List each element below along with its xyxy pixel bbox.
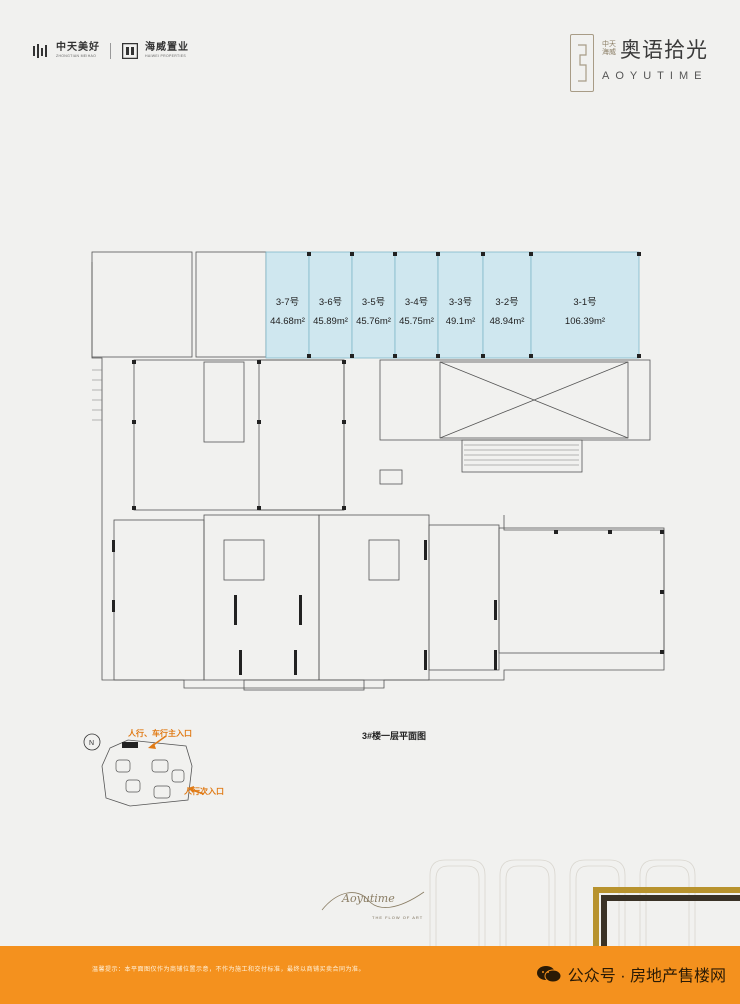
brand-divider bbox=[110, 43, 111, 59]
wechat-icon bbox=[536, 964, 562, 984]
arch-pattern bbox=[429, 859, 696, 955]
gold-frame bbox=[593, 887, 740, 948]
unit-area: 106.39m² bbox=[564, 316, 606, 327]
signature-subtitle: THE FLOW OF ART bbox=[372, 915, 424, 920]
project-name-en: AOYUTIME bbox=[602, 70, 708, 82]
brand-en: ZHONGTIAN MEIHAO bbox=[56, 54, 97, 59]
developer-brand: 中天美好 ZHONGTIAN MEIHAO 海威置业 HAIWEI PROPER… bbox=[32, 42, 189, 60]
project-name: 奥语拾光 bbox=[620, 38, 708, 62]
watermark-text: 公众号 · 房地产售楼网 bbox=[567, 968, 726, 985]
secondary-entrance-label: 人行次入口 bbox=[184, 787, 224, 796]
unit-3-6[interactable]: 3-6号 45.89m² bbox=[309, 294, 352, 327]
watermark: 公众号 · 房地产售楼网 bbox=[536, 962, 726, 986]
unit-3-4[interactable]: 3-4号 45.75m² bbox=[395, 294, 438, 327]
unit-area: 44.68m² bbox=[270, 316, 305, 327]
haiwei-brand: 海威置业 HAIWEI PROPERTIES bbox=[145, 43, 189, 59]
partner-cn: 海威置业 bbox=[145, 42, 189, 54]
project-small-1: 中天 bbox=[602, 40, 616, 48]
unit-number: 3-2号 bbox=[495, 297, 519, 308]
svg-text:N: N bbox=[89, 740, 94, 747]
partner-en: HAIWEI PROPERTIES bbox=[145, 54, 187, 59]
unit-area: 49.1m² bbox=[445, 316, 476, 327]
unit-area: 48.94m² bbox=[489, 316, 525, 327]
disclaimer: 温馨提示：本平面图仅作为商铺位置示意，不作为施工和交付标准，最终以商铺买卖合同为… bbox=[92, 967, 366, 973]
floor-plan bbox=[84, 240, 676, 692]
signature-text: Aoyutime bbox=[341, 892, 395, 905]
unit-3-7[interactable]: 3-7号 44.68m² bbox=[266, 294, 309, 327]
unit-3-3[interactable]: 3-3号 49.1m² bbox=[438, 294, 483, 327]
unit-number: 3-1号 bbox=[573, 297, 597, 308]
project-stamp-icon bbox=[570, 34, 594, 92]
unit-area: 45.75m² bbox=[399, 316, 434, 327]
brand-cn: 中天美好 bbox=[56, 42, 100, 54]
zhongtian-brand: 中天美好 ZHONGTIAN MEIHAO bbox=[56, 43, 100, 59]
haiwei-logo-icon bbox=[121, 42, 139, 60]
unit-3-1[interactable]: 3-1号 106.39m² bbox=[531, 294, 639, 327]
project-partners: 中天 海威 bbox=[602, 41, 616, 58]
main-entrance-label: 人行、车行主入口 bbox=[128, 729, 192, 738]
aoyutime-signature: Aoyutime bbox=[321, 891, 425, 911]
zhongtian-logo-icon bbox=[32, 42, 50, 60]
floor-plan-drawing bbox=[91, 251, 665, 691]
unit-number: 3-5号 bbox=[361, 297, 386, 308]
unit-3-5[interactable]: 3-5号 45.76m² bbox=[352, 294, 395, 327]
keymap-drawing: N bbox=[83, 733, 205, 807]
unit-number: 3-3号 bbox=[448, 297, 473, 308]
project-small-2: 海威 bbox=[602, 49, 616, 56]
project-logo: 中天 海威 奥语拾光 AOYUTIME bbox=[570, 34, 708, 92]
site-keymap: N 人行、车行主入口 人行次入口 bbox=[80, 726, 250, 810]
unit-number: 3-4号 bbox=[404, 297, 429, 308]
footer-bar bbox=[0, 946, 740, 1004]
unit-number: 3-6号 bbox=[318, 297, 343, 308]
unit-number: 3-7号 bbox=[275, 297, 300, 308]
plan-title: 3#楼一层平面图 bbox=[362, 731, 427, 741]
unit-3-2[interactable]: 3-2号 48.94m² bbox=[483, 294, 531, 327]
unit-area: 45.89m² bbox=[313, 316, 348, 327]
unit-area: 45.76m² bbox=[356, 316, 391, 327]
project-name-block: 中天 海威 奥语拾光 AOYUTIME bbox=[602, 34, 708, 82]
